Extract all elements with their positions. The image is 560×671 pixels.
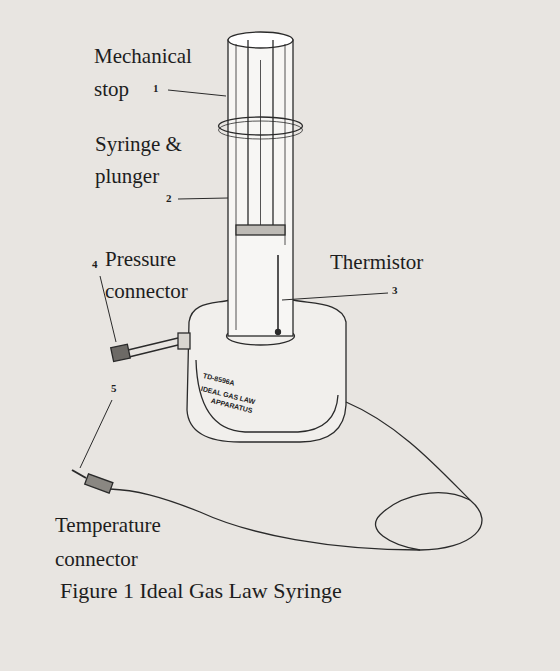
callout-number: 3: [392, 284, 398, 297]
pressure-fitting: [178, 333, 190, 349]
callout-number: 4: [92, 258, 98, 271]
temperature-plug: [85, 474, 113, 493]
part-name: Mechanical stop: [94, 40, 222, 106]
leader-line: [282, 293, 388, 300]
pressure-tube: [128, 338, 178, 357]
plunger-head: [236, 225, 285, 235]
tube-top: [228, 32, 293, 48]
leader-line: [178, 198, 228, 199]
stop-collar: [219, 117, 303, 135]
plunger-rod: [247, 40, 248, 225]
leader-line: [80, 400, 112, 468]
part-name: Thermistor: [330, 246, 460, 278]
thermistor: [277, 255, 279, 332]
figure-caption: Figure 1 Ideal Gas Law Syringe: [60, 578, 342, 604]
part-name: Syringe & plunger: [95, 128, 199, 192]
temperature-cable: [110, 402, 482, 550]
callout-number: 5: [111, 382, 117, 395]
syringe-tube: [228, 40, 293, 336]
leader-line: [168, 90, 226, 96]
base-face: [196, 360, 338, 432]
callout-number: 2: [166, 192, 172, 205]
part-name: Temperature connector: [55, 508, 205, 576]
callout-number: 1: [153, 82, 159, 95]
part-name: Pressure connector: [105, 243, 217, 307]
